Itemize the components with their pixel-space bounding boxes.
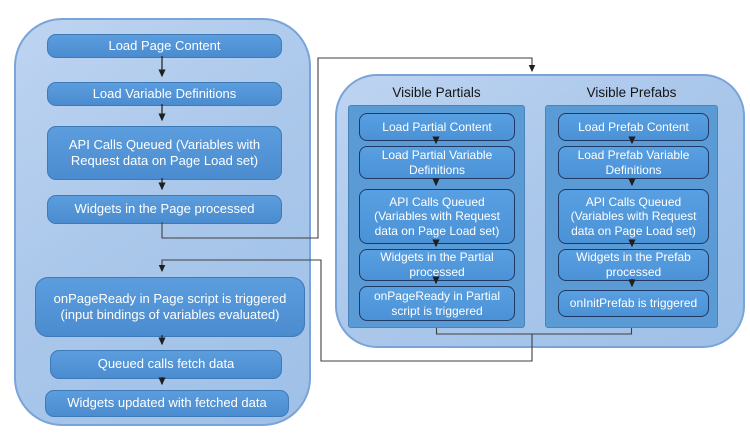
box-widgets-in-prefab-processed: Widgets in the Prefab processed [558, 249, 709, 281]
box-widgets-updated-fetched-data: Widgets updated with fetched data [45, 390, 289, 417]
box-load-partial-content: Load Partial Content [359, 113, 515, 141]
visible-prefabs-panel: Load Prefab Content Load Prefab Variable… [545, 105, 718, 328]
box-load-variable-definitions: Load Variable Definitions [47, 82, 282, 106]
box-load-prefab-content: Load Prefab Content [558, 113, 709, 141]
box-load-partial-variable-definitions: Load Partial Variable Definitions [359, 146, 515, 179]
box-queued-calls-fetch-data: Queued calls fetch data [50, 350, 282, 379]
box-load-page-content: Load Page Content [47, 34, 282, 58]
visible-prefabs-title: Visible Prefabs [586, 85, 677, 100]
box-api-calls-queued-prefab: API Calls Queued (Variables with Request… [558, 189, 709, 244]
box-api-calls-queued-page: API Calls Queued (Variables with Request… [47, 126, 282, 180]
box-onpageready-partial: onPageReady in Partial script is trigger… [359, 286, 515, 321]
visible-partials-title: Visible Partials [392, 85, 481, 100]
box-load-prefab-variable-definitions: Load Prefab Variable Definitions [558, 146, 709, 179]
page-lifecycle-container: Load Page Content Load Variable Definiti… [14, 18, 311, 426]
box-widgets-in-page-processed: Widgets in the Page processed [47, 195, 282, 224]
box-oninitprefab-triggered: onInitPrefab is triggered [558, 290, 709, 317]
box-api-calls-queued-partial: API Calls Queued (Variables with Request… [359, 189, 515, 244]
visible-partials-panel: Load Partial Content Load Partial Variab… [348, 105, 525, 328]
box-onpageready-page: onPageReady in Page script is triggered … [35, 277, 305, 337]
box-widgets-in-partial-processed: Widgets in the Partial processed [359, 249, 515, 281]
